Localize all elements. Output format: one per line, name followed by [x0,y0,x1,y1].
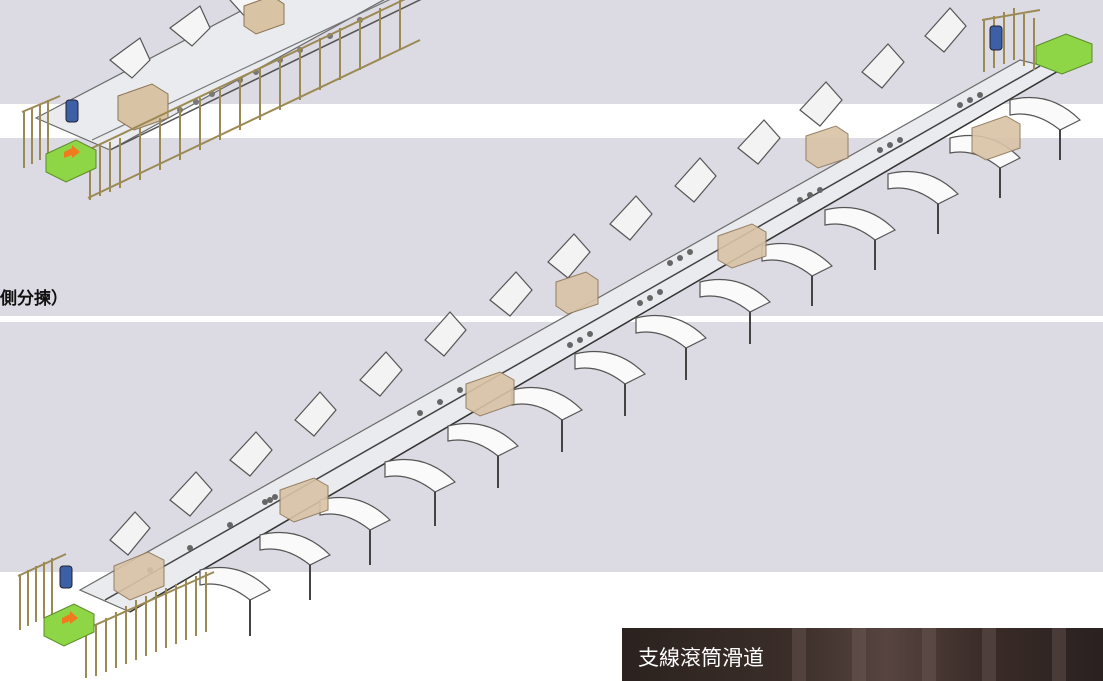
main-conveyor-bed [78,59,1062,613]
chute-icon [737,119,781,165]
main-boxes [113,115,1021,601]
chute-icon [424,311,467,357]
photo-streak [852,628,866,681]
main-roller-dots [147,92,983,573]
photo-streak [982,628,996,681]
main-conveyor-center-rail [104,65,1041,601]
upper-conveyor [21,0,422,200]
main-conveyor [17,7,1093,678]
package-box-icon [279,477,329,523]
chute-icon [319,496,392,531]
upper-railing [21,0,421,200]
chute-icon [635,314,708,349]
upper-chutes [109,0,267,79]
chute-icon [489,271,533,317]
section-caption: 側分揀） [0,289,68,309]
chute-icon [259,531,332,566]
package-box-icon [465,371,515,417]
chute-icon [109,511,151,556]
chute-icon [109,37,151,79]
start-pad [45,139,97,183]
motor-icon [65,99,79,123]
chute-icon [384,458,457,493]
chute-icon [199,566,272,601]
main-curved-chutes [199,96,1082,601]
chute-icon [169,5,211,47]
chute-icon [824,206,897,241]
upper-conveyor-rail-front [109,0,422,151]
chute-icon [1009,96,1082,131]
upper-conveyor-bed [34,0,385,151]
chute-icon [447,422,520,457]
chute-legs [249,130,1061,636]
chute-icon [887,170,960,205]
chute-icon [699,278,772,313]
chute-icon [609,195,653,241]
start-pad [43,603,95,647]
chute-icon [359,351,403,397]
chute-icon [574,350,647,385]
chute-icon [169,471,213,517]
photo-streak [1052,628,1066,681]
upper-boxes [117,0,285,131]
package-box-icon [113,551,165,601]
photo-panel: 支線滾筒滑道 [622,628,1103,681]
chute-icon [294,391,337,437]
main-upper-chutes [109,7,967,556]
background-band-middle [0,138,1103,316]
chute-icon [924,7,967,53]
chute-icon [674,157,717,203]
motor-icon [59,565,73,589]
chute-icon [861,43,905,89]
start-arrow-icon [64,145,80,158]
start-arrow-icon [62,611,78,624]
chute-icon [761,242,834,277]
chute-icon [799,81,843,127]
motor-icon [989,25,1003,51]
package-box-icon [243,0,285,35]
main-railing-right [981,8,1041,72]
chute-icon [547,233,591,279]
photo-streak [792,628,806,681]
package-box-icon [805,125,849,169]
main-railing-left [17,553,215,678]
chute-icon [229,431,273,477]
photo-streak [922,628,936,681]
package-box-icon [555,271,599,315]
main-conveyor-front-rail [129,69,1061,613]
end-pad [1035,33,1093,75]
package-box-icon [717,223,767,269]
chute-icon [511,386,584,421]
photo-label: 支線滾筒滑道 [638,646,764,670]
package-box-icon [971,115,1021,161]
